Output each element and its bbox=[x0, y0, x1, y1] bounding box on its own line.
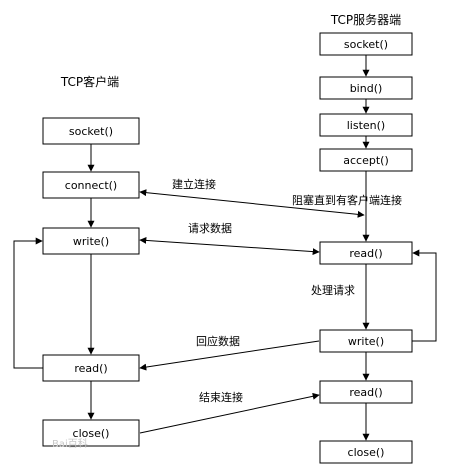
server-bind-label: bind() bbox=[350, 82, 383, 95]
server-title: TCP服务器端 bbox=[330, 12, 401, 27]
server-box-read-end: read() bbox=[319, 380, 413, 404]
watermark: Bai百科 bbox=[52, 437, 88, 450]
client-socket-label: socket() bbox=[69, 125, 113, 138]
server-write-label: write() bbox=[348, 335, 384, 348]
server-box-bind: bind() bbox=[319, 76, 413, 100]
server-box-accept: accept() bbox=[319, 148, 413, 172]
client-loop-arrow bbox=[13, 237, 43, 369]
client-title: TCP客户端 bbox=[60, 74, 119, 89]
write-read-arrow bbox=[139, 236, 320, 256]
label-reply: 回应数据 bbox=[196, 334, 240, 348]
server-close-label: close() bbox=[348, 446, 385, 459]
label-process: 处理请求 bbox=[311, 284, 355, 297]
client-box-socket: socket() bbox=[42, 117, 140, 145]
server-box-write: write() bbox=[319, 329, 413, 353]
label-block: 阻塞直到有客户端连接 bbox=[292, 193, 402, 207]
server-box-socket: socket() bbox=[319, 32, 413, 56]
server-loop-arrow bbox=[412, 249, 437, 342]
client-box-read: read() bbox=[42, 354, 140, 382]
server-accept-label: accept() bbox=[343, 154, 388, 167]
client-box-close: close() bbox=[42, 419, 140, 447]
server-box-read-request: read() bbox=[319, 241, 413, 265]
label-end: 结束连接 bbox=[199, 391, 243, 404]
server-box-listen: listen() bbox=[319, 113, 413, 137]
client-box-write: write() bbox=[42, 227, 140, 255]
server-read-label: read() bbox=[349, 247, 382, 260]
label-request: 请求数据 bbox=[188, 221, 232, 235]
reply-arrow bbox=[139, 340, 320, 371]
client-write-label: write() bbox=[73, 235, 109, 248]
client-box-connect: connect() bbox=[42, 171, 140, 199]
server-read2-label: read() bbox=[349, 386, 382, 399]
server-listen-label: listen() bbox=[347, 119, 385, 132]
client-close-label: close() bbox=[73, 427, 110, 440]
end-connection-arrow bbox=[139, 392, 320, 434]
label-establish: 建立连接 bbox=[172, 177, 216, 191]
connect-accept-arrow bbox=[139, 189, 365, 218]
server-box-close: close() bbox=[319, 440, 413, 464]
client-connect-label: connect() bbox=[65, 179, 117, 192]
server-socket-label: socket() bbox=[344, 38, 388, 51]
client-read-label: read() bbox=[74, 362, 107, 375]
